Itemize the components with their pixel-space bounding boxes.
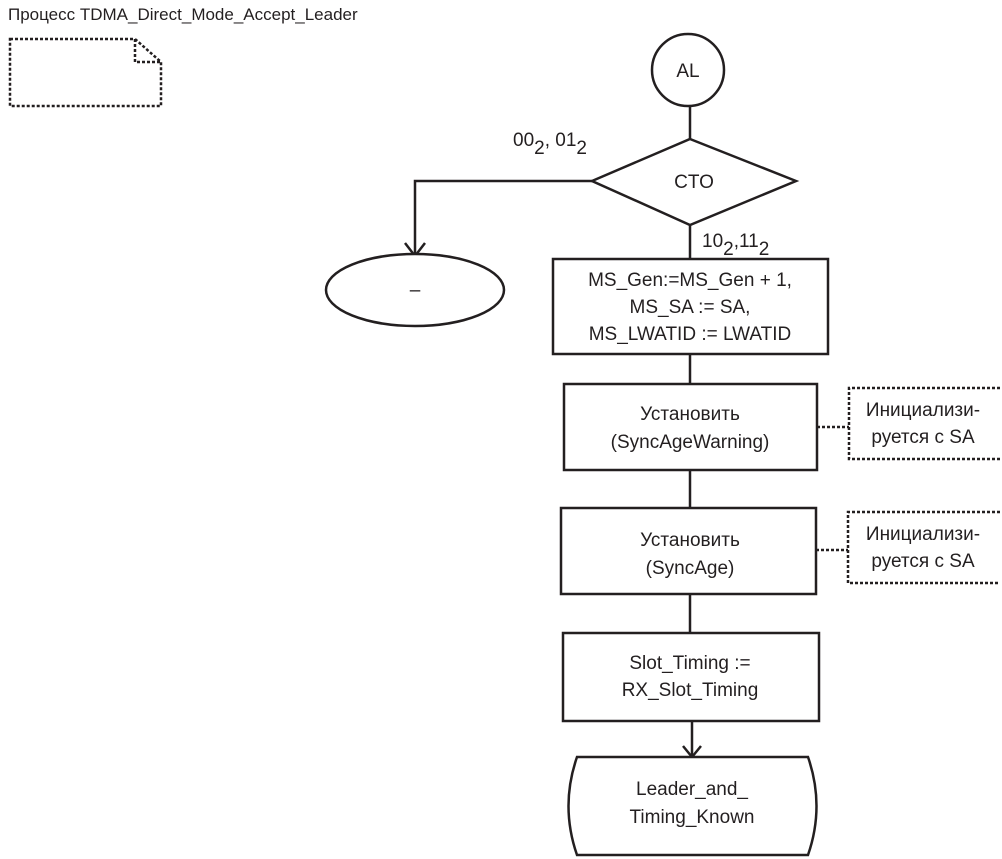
start-connector-label: AL — [676, 61, 699, 82]
left-terminal-label: – — [410, 280, 421, 301]
comment-line: Инициализи- — [866, 524, 980, 545]
comment-line: Инициализи- — [866, 400, 980, 421]
task-box-set-syncagewarning — [562, 382, 819, 472]
left-branch-line — [413, 179, 592, 255]
comment-line: руется с SA — [871, 551, 975, 572]
comment-bracket — [846, 510, 1000, 585]
task-box-assignments — [551, 257, 830, 356]
left-terminal — [324, 252, 506, 328]
document-symbol — [8, 37, 163, 108]
task-line: Установить — [640, 530, 740, 551]
state-line: Timing_Known — [630, 807, 755, 828]
task-line: (SyncAgeWarning) — [611, 432, 770, 453]
comment-bracket — [847, 386, 1000, 461]
decision-label: CTO — [674, 172, 714, 193]
next-state-symbol — [567, 755, 818, 857]
down-branch-label: 102,112 — [702, 231, 769, 260]
task-line: MS_SA := SA, — [630, 297, 751, 318]
state-line: Leader_and_ — [636, 779, 748, 800]
task-line: (SyncAge) — [646, 558, 735, 579]
task-line: RX_Slot_Timing — [622, 680, 759, 701]
diagram-title: Процесс TDMA_Direct_Mode_Accept_Leader — [8, 5, 358, 24]
task-line: Установить — [640, 404, 740, 425]
comment-line: руется с SA — [871, 427, 975, 448]
task-line: Slot_Timing := — [629, 653, 750, 674]
task-box-slot-timing — [561, 631, 821, 723]
task-line: MS_LWATID := LWATID — [589, 324, 792, 345]
task-box-set-syncage — [559, 506, 818, 596]
left-branch-label: 002, 012 — [513, 130, 587, 159]
task-line: MS_Gen:=MS_Gen + 1, — [588, 270, 792, 291]
start-connector — [650, 32, 726, 108]
